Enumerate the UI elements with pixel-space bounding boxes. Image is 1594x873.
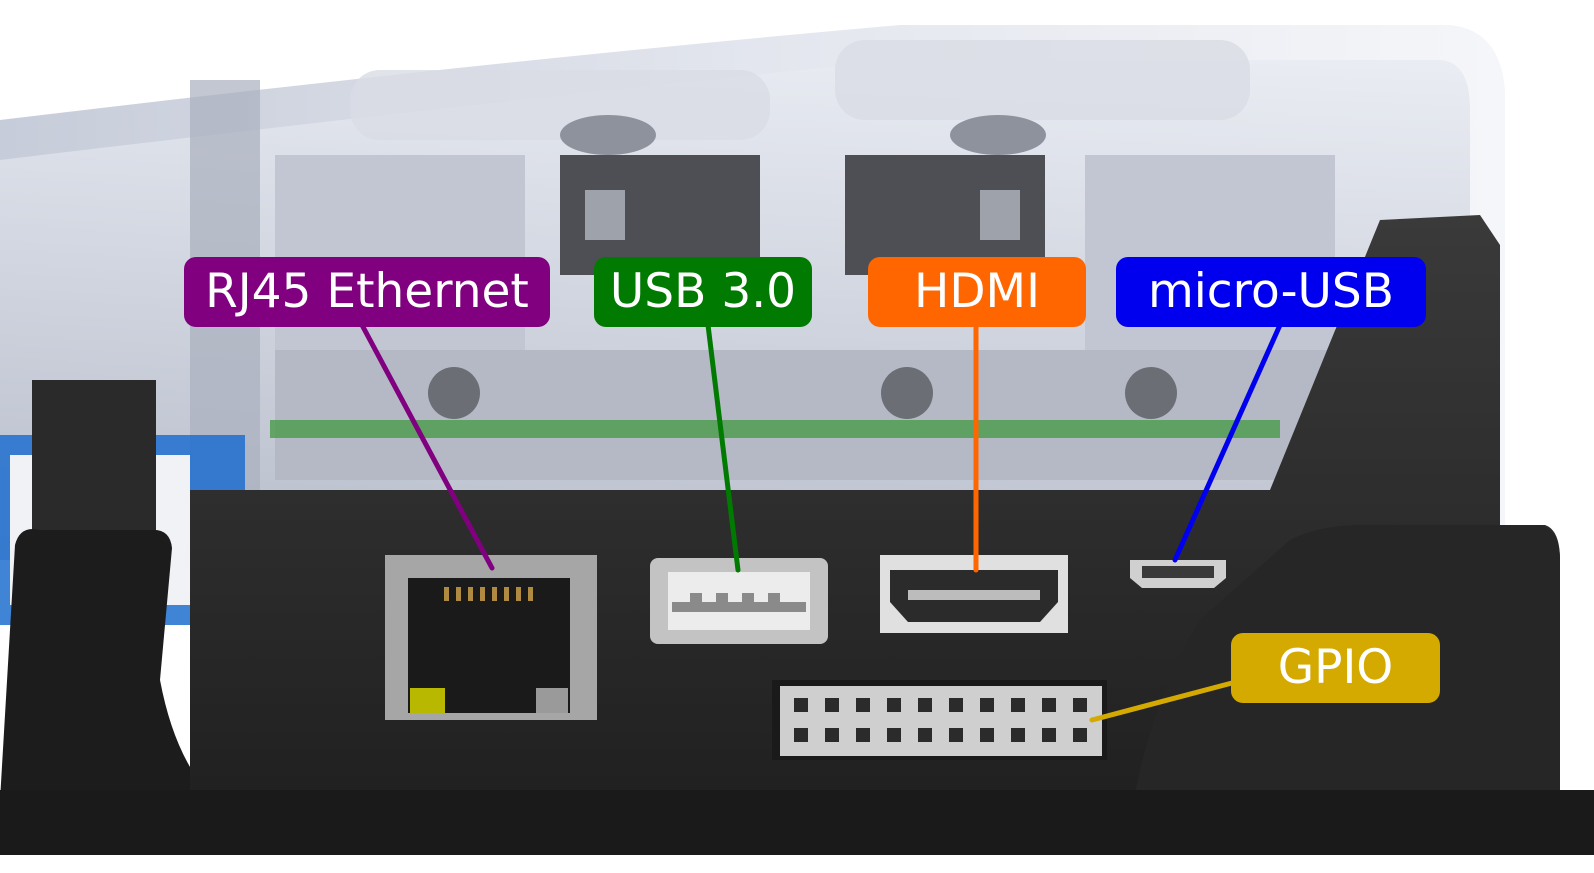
usb3-port: [650, 558, 828, 644]
gpio-label-text: GPIO: [1277, 640, 1394, 695]
micro-usb-label: micro-USB: [1116, 257, 1426, 327]
rj45-port: [385, 555, 597, 720]
hdmi-port: [880, 555, 1068, 633]
microusb-port: [1130, 560, 1226, 588]
hdmi-label-text: HDMI: [914, 264, 1040, 319]
gpio-label: GPIO: [1231, 633, 1440, 703]
left-side: [0, 380, 245, 800]
hdmi-label: HDMI: [868, 257, 1086, 327]
rj45-leader-line: [359, 322, 495, 571]
usb3-leader-line: [705, 322, 741, 573]
rj45-ethernet-label: RJ45 Ethernet: [184, 257, 550, 327]
usb3-label: USB 3.0: [594, 257, 812, 327]
gpio-leader-line: [1089, 680, 1235, 723]
screw-blocks: [428, 115, 1177, 419]
usb3-label-text: USB 3.0: [609, 264, 797, 319]
gpio-header: [772, 680, 1107, 760]
micro-usb-label-text: micro-USB: [1147, 264, 1395, 319]
rj45-ethernet-label-text: RJ45 Ethernet: [205, 264, 529, 319]
leader-lines: [359, 322, 1283, 723]
microusb-leader-line: [1172, 322, 1283, 563]
